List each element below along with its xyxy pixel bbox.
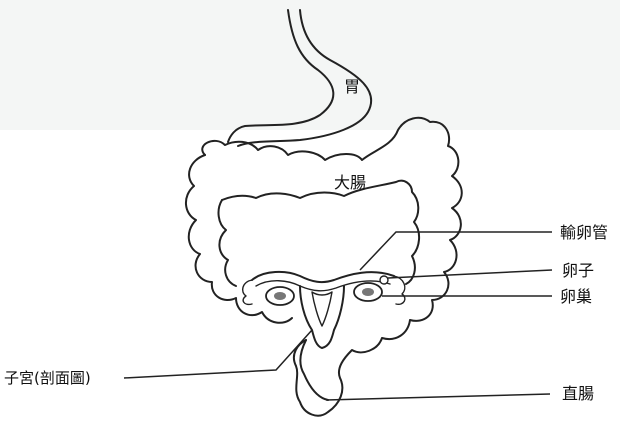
fimbriae-right — [394, 276, 405, 304]
label-uterus: 子宮(剖面圖) — [4, 369, 91, 387]
large-intestine-inner-left — [219, 200, 236, 286]
ovary-right-core — [362, 288, 374, 296]
label-egg: 卵子 — [562, 261, 594, 280]
leader-egg — [388, 270, 552, 278]
leader-rectum — [326, 394, 550, 400]
label-ovary: 卵巢 — [560, 287, 592, 306]
label-large-intestine: 大腸 — [334, 173, 366, 192]
rectum-shape — [300, 340, 328, 400]
uterus-cavity — [312, 292, 332, 326]
fimbriae-left — [243, 280, 252, 304]
leader-uterus — [124, 330, 312, 378]
large-intestine-inner — [222, 181, 419, 284]
ovary-left-core — [274, 292, 286, 300]
label-stomach: 胃 — [344, 77, 360, 96]
egg — [380, 276, 388, 284]
label-fallopian-tube: 輸卵管 — [560, 223, 608, 242]
label-rectum: 直腸 — [562, 384, 594, 403]
background-band — [0, 0, 620, 130]
large-intestine-outer — [202, 118, 461, 416]
